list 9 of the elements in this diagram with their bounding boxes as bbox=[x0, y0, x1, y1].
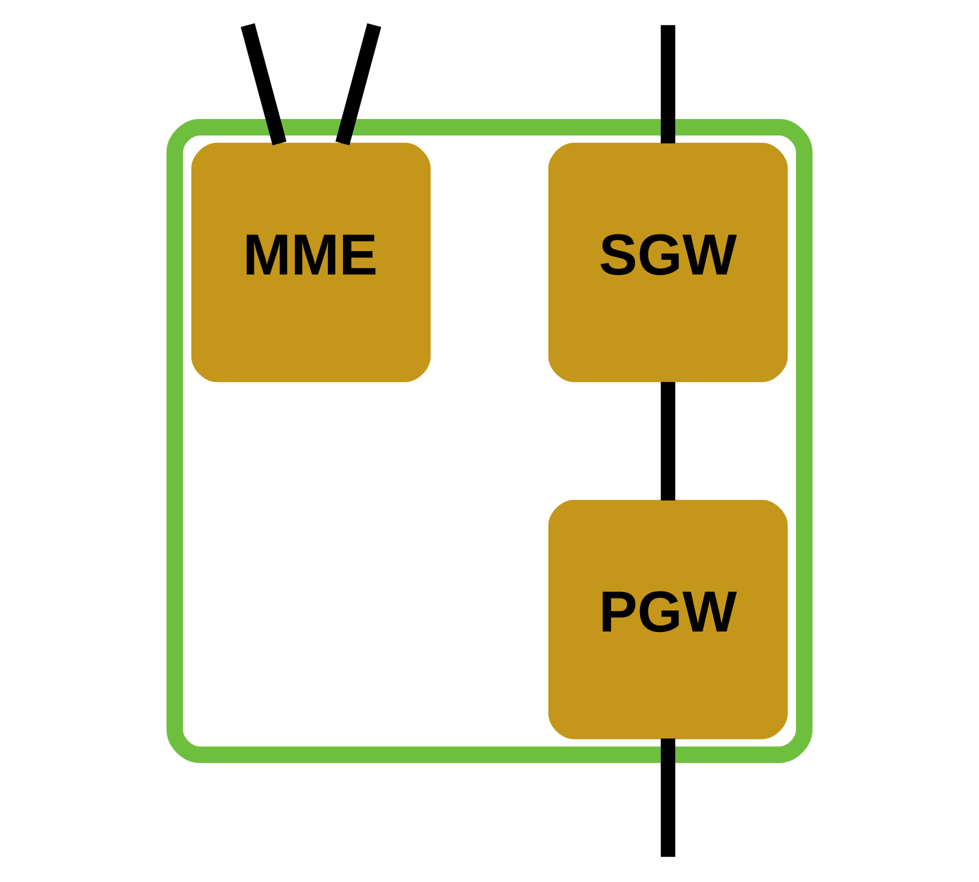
node-box: SGW bbox=[548, 142, 788, 382]
connector bbox=[660, 738, 676, 857]
connector bbox=[660, 382, 676, 500]
connector bbox=[335, 23, 382, 146]
connector bbox=[660, 25, 676, 144]
node-box: MME bbox=[191, 142, 431, 382]
connector bbox=[240, 23, 286, 146]
cluster bbox=[166, 119, 812, 763]
node-box: PGW bbox=[548, 500, 788, 740]
